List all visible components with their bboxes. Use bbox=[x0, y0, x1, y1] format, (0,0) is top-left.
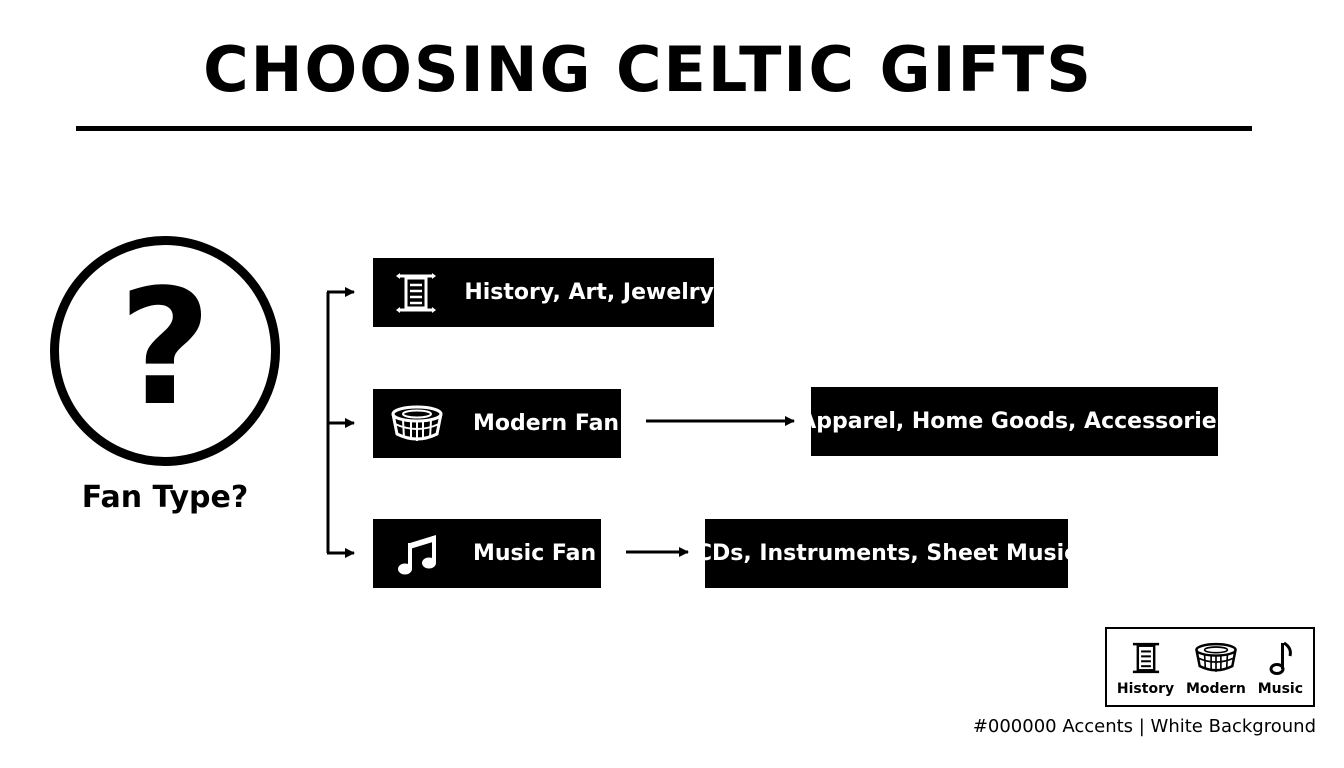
branch-music-box: Music Fan bbox=[373, 519, 601, 588]
music-notes-icon bbox=[393, 528, 443, 580]
branch-history-label: History, Art, Jewelry bbox=[464, 280, 714, 305]
scroll-icon bbox=[1124, 639, 1168, 677]
legend-item-music: Music bbox=[1258, 639, 1303, 699]
branch-modern-box: Modern Fan bbox=[373, 389, 621, 458]
music-result-box: CDs, Instruments, Sheet Music bbox=[696, 519, 1077, 588]
legend-item-history: History bbox=[1117, 639, 1174, 699]
stadium-icon bbox=[389, 398, 445, 450]
branch-music-label: Music Fan bbox=[473, 541, 597, 566]
legend-label-music: Music bbox=[1257, 681, 1304, 697]
modern-result-label: Apparel, Home Goods, Accessories bbox=[799, 409, 1230, 434]
music-result-label: CDs, Instruments, Sheet Music bbox=[695, 541, 1078, 566]
title-divider bbox=[76, 126, 1252, 131]
style-footnote: #000000 Accents | White Background bbox=[972, 716, 1316, 737]
legend-label-modern: Modern bbox=[1185, 681, 1246, 697]
decision-label: Fan Type? bbox=[81, 480, 249, 515]
stadium-icon bbox=[1194, 639, 1238, 677]
icon-legend: History Modern bbox=[1105, 627, 1315, 707]
legend-item-modern: Modern bbox=[1186, 639, 1246, 699]
legend-label-history: History bbox=[1116, 681, 1175, 697]
page-title: CHOOSING CELTIC GIFTS bbox=[203, 33, 1093, 106]
modern-result-box: Apparel, Home Goods, Accessories bbox=[799, 387, 1230, 456]
question-mark-icon: ? bbox=[118, 254, 212, 441]
question-circle: ? bbox=[50, 236, 280, 466]
music-note-icon bbox=[1258, 639, 1302, 677]
scroll-icon bbox=[393, 267, 438, 319]
branch-modern-label: Modern Fan bbox=[473, 411, 620, 436]
branch-history-box: History, Art, Jewelry bbox=[373, 258, 714, 327]
